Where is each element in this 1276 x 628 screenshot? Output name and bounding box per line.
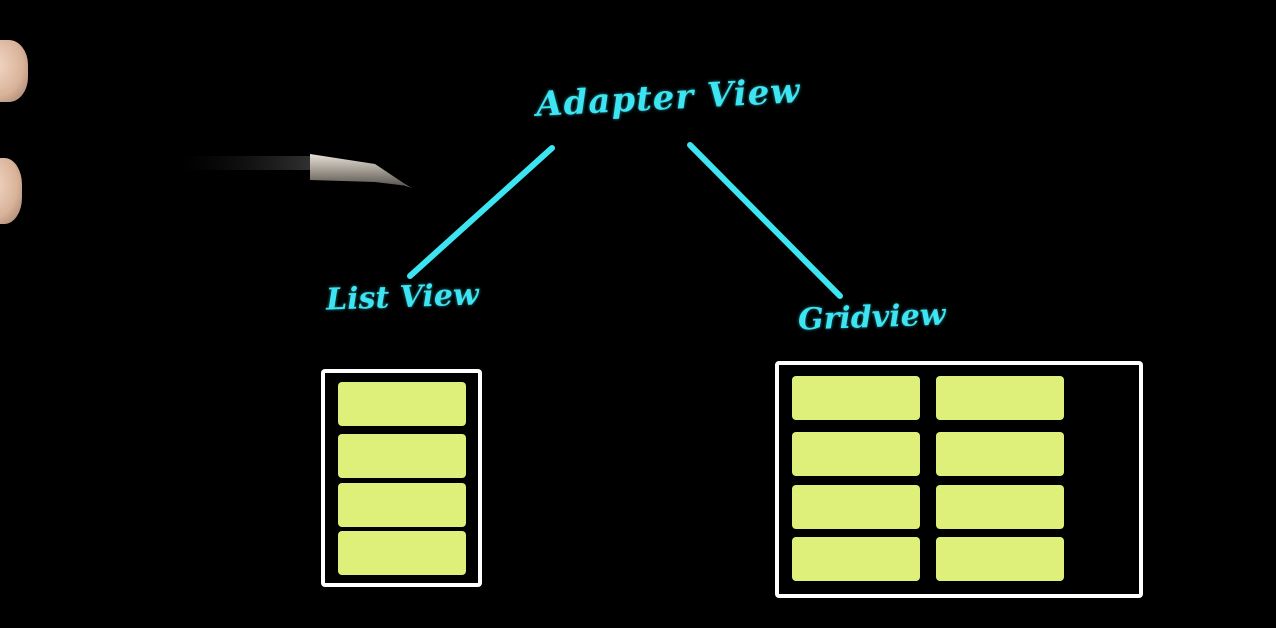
grid-item xyxy=(936,485,1064,529)
grid-item xyxy=(792,376,920,420)
grid-item xyxy=(936,537,1064,581)
list-item xyxy=(338,483,466,527)
finger-bottom xyxy=(0,158,22,224)
connector-root-to-gridview xyxy=(687,142,843,299)
grid-item xyxy=(936,376,1064,420)
list-item xyxy=(338,382,466,426)
list-item xyxy=(338,434,466,478)
gridview-label: Gridview xyxy=(797,297,947,338)
finger-top xyxy=(0,40,28,102)
pen-icon xyxy=(180,154,412,188)
grid-item xyxy=(792,485,920,529)
connector-root-to-listview xyxy=(407,145,555,279)
grid-item xyxy=(792,537,920,581)
grid-item xyxy=(936,432,1064,476)
list-view-frame xyxy=(321,369,482,587)
grid-view-frame xyxy=(775,361,1143,598)
list-item xyxy=(338,531,466,575)
list-view-label: List View xyxy=(325,277,480,318)
grid-item xyxy=(792,432,920,476)
